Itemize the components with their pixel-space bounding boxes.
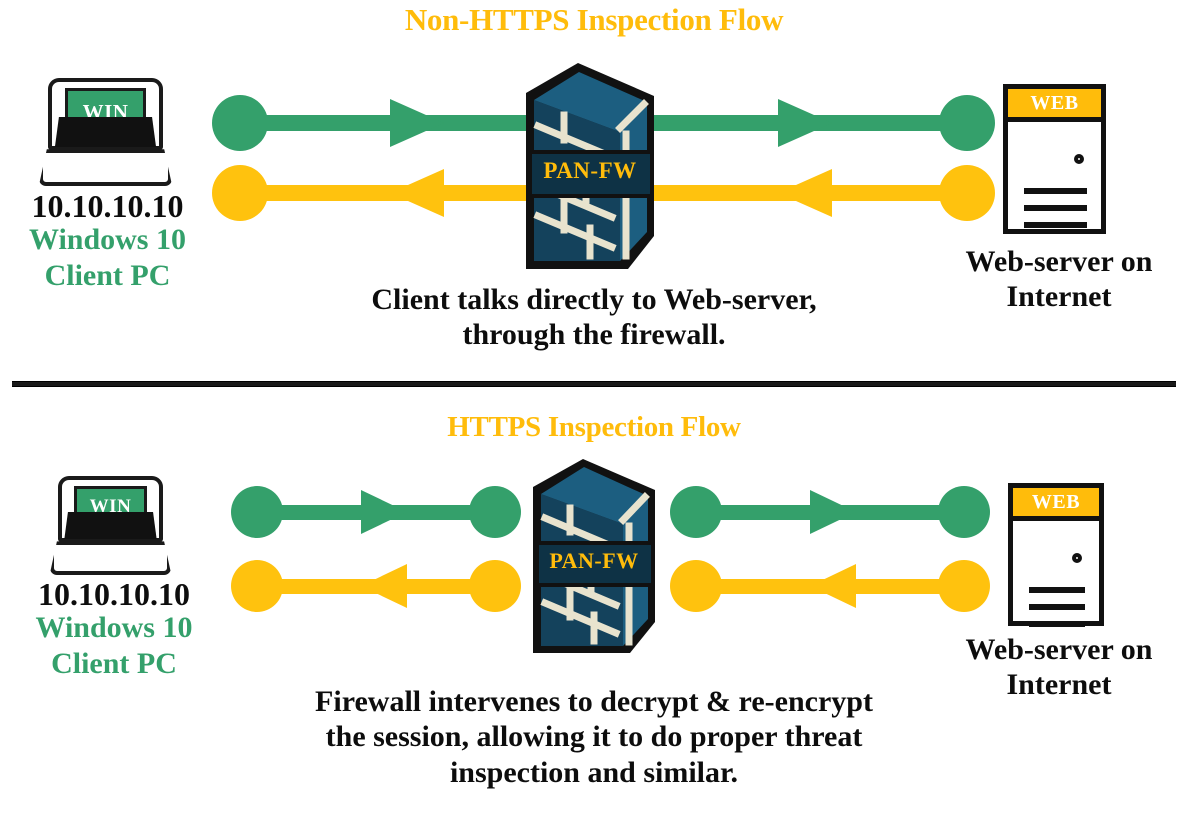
flow-group-right-https	[670, 486, 990, 612]
client-ip-address-non-https: 10.10.10.10	[31, 188, 184, 224]
client-laptop-icon-https: WIN	[49, 476, 172, 575]
server-name-line1-https: Web-server on	[965, 633, 1153, 666]
caption-line-1: Client talks directly to Web-server,	[371, 283, 817, 316]
client-name-line1-non-https: Windows 10	[28, 223, 186, 256]
web-server-lines-icon	[1024, 188, 1087, 239]
section-https: HTTPS Inspection Flow WIN 10.10.10.10 Wi…	[0, 386, 1188, 818]
client-name-line1-https: Windows 10	[35, 611, 193, 644]
section-title-https: HTTPS Inspection Flow	[447, 411, 741, 443]
caption-https: Firewall intervenes to decrypt & re-encr…	[0, 684, 1188, 790]
web-server-led-icon	[1072, 553, 1082, 563]
firewall-icon-https: PAN-FW	[524, 456, 664, 656]
web-server-header: WEB	[1008, 89, 1101, 122]
web-server-lines-icon	[1029, 587, 1085, 638]
client-laptop-icon-non-https: WIN	[38, 78, 173, 186]
laptop-base	[49, 541, 172, 575]
caption-line-3: inspection and similar.	[449, 755, 739, 789]
laptop-base	[38, 149, 173, 186]
laptop-keyboard	[54, 116, 157, 148]
flow-arrow-request-green-non-https	[212, 95, 542, 151]
web-server-icon-https: WEB	[1008, 483, 1104, 627]
flow-arrow-request-green-right-non-https	[650, 95, 995, 151]
server-name-line1-non-https: Web-server on	[965, 245, 1153, 278]
flow-arrow-response-gold-right-https	[670, 560, 990, 612]
flow-arrow-response-gold-left-https	[231, 560, 521, 612]
server-name-line2-https: Internet	[1006, 668, 1112, 701]
caption-line-1: Firewall intervenes to decrypt & re-encr…	[315, 685, 873, 718]
firewall-icon-non-https: PAN-FW	[516, 60, 664, 272]
client-ip-address-https: 10.10.10.10	[38, 576, 190, 612]
web-server-led-icon	[1074, 154, 1084, 164]
flow-arrow-response-gold-right-non-https	[650, 165, 995, 221]
caption-line-2: the session, allowing it to do proper th…	[325, 720, 863, 754]
web-server-icon-non-https: WEB	[1003, 84, 1106, 234]
caption-line-2: through the firewall.	[462, 318, 726, 352]
flow-group-left-non-https	[212, 95, 542, 221]
flow-group-right-non-https	[650, 95, 995, 221]
web-server-header-label: WEB	[1030, 91, 1079, 114]
client-name-line2-https: Client PC	[51, 647, 177, 680]
flow-arrow-request-green-left-https	[231, 486, 521, 538]
client-name-line2-non-https: Client PC	[44, 259, 171, 292]
section-non-https: Non-HTTPS Inspection Flow WIN 10.10.10.1…	[0, 0, 1188, 383]
flow-arrow-response-gold-non-https	[212, 165, 542, 221]
section-title-non-https: Non-HTTPS Inspection Flow	[404, 2, 784, 37]
web-server-header: WEB	[1013, 488, 1099, 521]
server-name-line2-non-https: Internet	[1006, 280, 1112, 313]
web-server-header-label: WEB	[1031, 490, 1081, 513]
caption-non-https: Client talks directly to Web-server, thr…	[0, 282, 1188, 353]
flow-arrow-request-green-right-https	[670, 486, 990, 538]
flow-group-left-https	[231, 486, 521, 612]
laptop-keyboard	[64, 511, 157, 540]
section-divider	[12, 381, 1176, 387]
